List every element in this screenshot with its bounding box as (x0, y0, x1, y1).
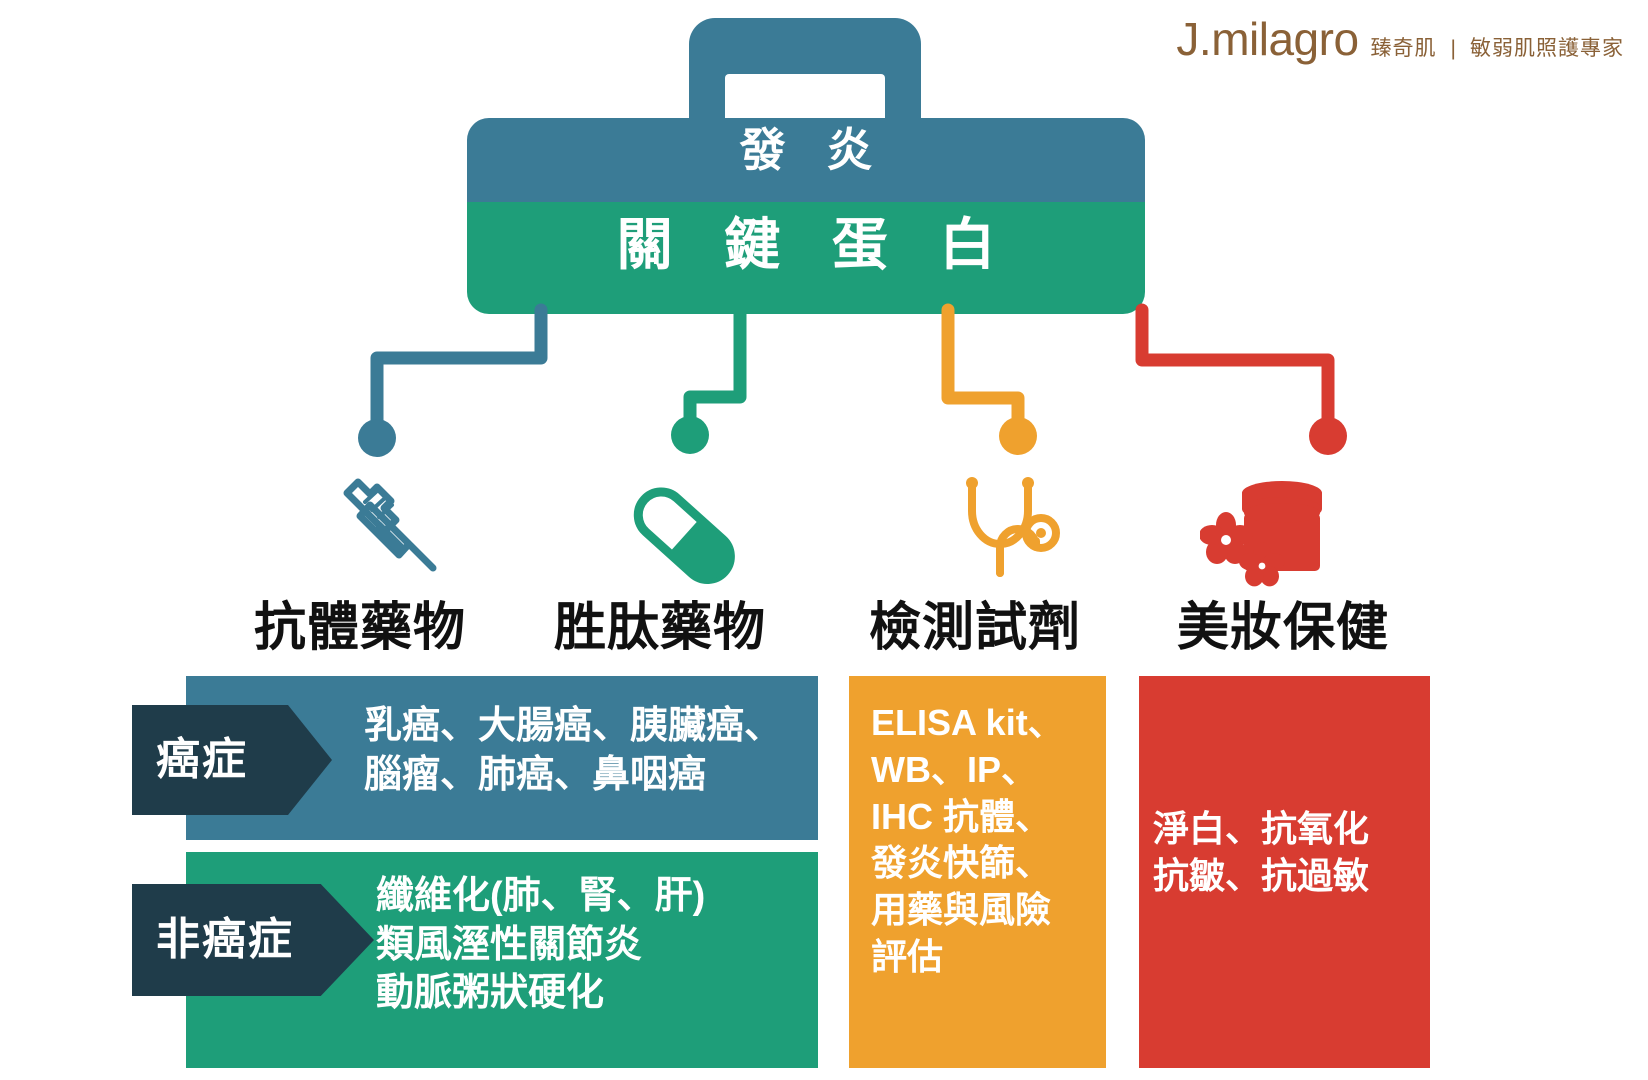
tag-non-cancer: 非癌症 (132, 884, 374, 996)
syringe-icon (315, 472, 465, 592)
capsule-pill-icon (610, 475, 760, 595)
brand-chinese-name: 臻奇肌 (1370, 37, 1437, 60)
brand-divider: | (1450, 37, 1456, 60)
briefcase-body-bottom (467, 202, 1145, 314)
panel-cosmetic: 淨白、抗氧化 抗皺、抗過敏 (1139, 676, 1430, 1068)
panel-cancer: 乳癌、大腸癌、胰臟癌、 腦瘤、肺癌、鼻咽癌 (186, 676, 818, 840)
cosmetic-connector-dot (1309, 417, 1347, 455)
brand-tagline: 敏弱肌照護專家 (1470, 37, 1624, 60)
column-label-cosmetic: 美妝保健 (1176, 599, 1389, 657)
cosmetic-jar-flower-icon (1195, 468, 1345, 588)
antibody-connector-dot (358, 419, 396, 457)
tag-non-cancer-label: 非癌症 (156, 914, 294, 964)
header-title-top: 發 炎 (739, 124, 887, 176)
cosmetic-connector (1135, 303, 1347, 455)
column-label-peptide: 胜肽藥物 (553, 599, 766, 657)
peptide-connector (671, 303, 747, 454)
brand-wordmark: J.milagro (1176, 13, 1359, 65)
panel-cosmetic-text: 淨白、抗氧化 抗皺、抗過敏 (1153, 808, 1370, 896)
diagnostic-connector-dot (999, 417, 1037, 455)
header-title-bottom: 關 鍵 蛋 白 (616, 213, 1014, 276)
panel-diagnostic-text: ELISA kit、 WB、IP、 IHC 抗體、 發炎快篩、 用藥與風險 評估 (871, 702, 1064, 977)
column-label-antibody: 抗體藥物 (253, 599, 466, 657)
panel-diagnostic: ELISA kit、 WB、IP、 IHC 抗體、 發炎快篩、 用藥與風險 評估 (849, 676, 1106, 1068)
column-label-diagnostic: 檢測試劑 (868, 599, 1081, 657)
antibody-connector (358, 303, 548, 457)
peptide-connector-dot (671, 416, 709, 454)
briefcase-header: 發 炎 關 鍵 蛋 白 (467, 18, 1145, 314)
panel-non-cancer-text: 纖維化(肺、腎、肝) 類風溼性關節炎 動脈粥狀硬化 (376, 875, 706, 1015)
briefcase-body-top (467, 118, 1145, 202)
tag-cancer-label: 癌症 (156, 734, 248, 784)
diagnostic-connector (941, 303, 1037, 455)
stethoscope-icon (935, 470, 1085, 590)
panel-cancer-text: 乳癌、大腸癌、胰臟癌、 腦瘤、肺癌、鼻咽癌 (364, 705, 783, 796)
brand-logo: J.milagro 臻奇肌 | 敏弱肌照護專家 (1176, 16, 1624, 62)
tag-cancer: 癌症 (132, 705, 332, 815)
